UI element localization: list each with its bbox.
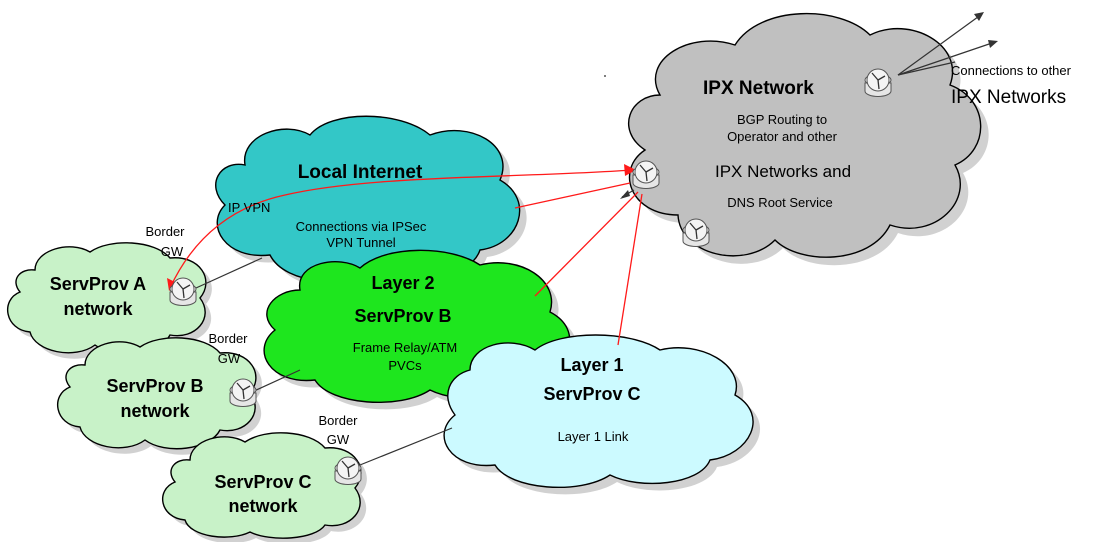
layer1-servprov-c-cloud [443,334,761,495]
border-gw-c-1: Border [318,413,358,428]
ipx-external-link-2 [897,41,996,76]
layer1-title-1: Layer 1 [560,355,623,375]
vpn-arrowhead-a [167,278,177,291]
link-b-layer2 [251,369,301,393]
local-internet-title: Local Internet [298,162,423,183]
router-icon [169,277,197,307]
ipx-text-2: Operator and other [727,129,838,144]
border-gw-a-1: Border [145,224,185,239]
ip-vpn-label: IP VPN [228,200,270,215]
small-black-arrow [620,189,635,199]
connections-label-1: Connections to other [951,63,1072,78]
layer2-text-2: PVCs [388,358,422,373]
link-local-internet-ipx [514,182,631,209]
border-gw-c-2: GW [327,432,350,447]
link-layer1-ipx [617,193,643,346]
local-internet-text-2: VPN Tunnel [326,235,395,250]
servprov-b-label-2: network [120,401,190,421]
link-layer2-ipx [534,191,639,297]
connections-label-2: IPX Networks [951,87,1066,108]
vpn-arrowhead-ipx [624,164,636,176]
servprov-a-label-1: ServProv A [50,274,146,294]
servprov-b-network-cloud [57,337,262,455]
servprov-c-label-1: ServProv C [214,472,311,492]
border-gw-b-1: Border [208,331,248,346]
servprov-a-network-cloud [7,242,212,360]
router-icon [864,68,892,98]
arrowhead-1 [974,12,984,21]
layer2-text-1: Frame Relay/ATM [353,340,458,355]
red-links [167,164,643,346]
black-links [195,12,998,468]
local-internet-cloud [215,115,527,289]
layer2-title-2: ServProv B [354,306,451,326]
router-icon [229,378,257,408]
layer1-title-2: ServProv C [543,384,640,404]
servprov-a-label-2: network [63,299,133,319]
local-internet-text-1: Connections via IPSec [296,219,427,234]
router-icon [682,218,710,248]
ipx-text-1: BGP Routing to [737,112,827,127]
link-c-layer1 [354,427,453,468]
ipx-external-link-1 [897,13,983,76]
router-icon [334,456,362,486]
router-icon [632,160,660,190]
ipsec-vpn-tunnel [169,169,633,289]
ipx-external-link-3 [897,61,956,76]
border-gw-a-2: GW [161,244,184,259]
ipx-text-3: IPX Networks and [715,162,851,181]
arrowhead-2 [988,40,998,48]
border-gw-b-2: GW [218,351,241,366]
ipx-text-4: DNS Root Service [727,195,832,210]
stray-dot [604,75,606,77]
link-a-local-internet [195,257,263,289]
ipx-title: IPX Network [703,78,814,99]
servprov-b-label-1: ServProv B [106,376,203,396]
servprov-c-network-cloud [162,432,367,542]
layer2-title-1: Layer 2 [371,273,434,293]
servprov-c-label-2: network [228,496,298,516]
ipx-network-cloud [627,13,989,266]
layer1-text-1: Layer 1 Link [558,429,629,444]
